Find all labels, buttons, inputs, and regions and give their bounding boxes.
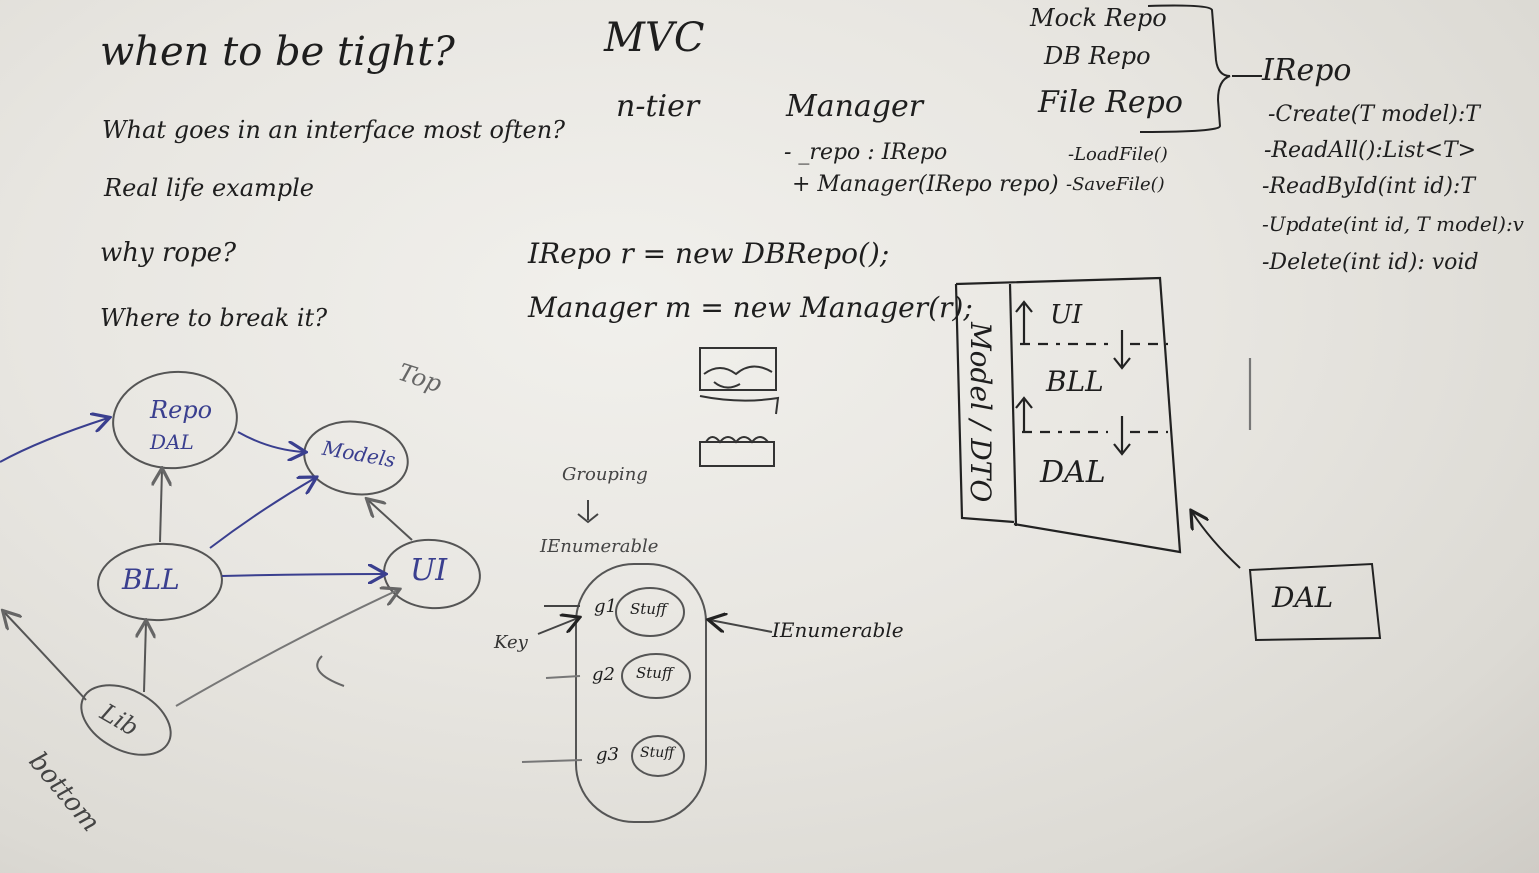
enum-key-1: g1	[594, 596, 617, 617]
title-mvc: MVC	[604, 15, 705, 61]
question-where-break: Where to break it?	[100, 304, 328, 332]
graph-node-repo: Repo	[150, 396, 213, 424]
layer-bll: BLL	[1046, 365, 1104, 398]
question-real-life: Real life example	[104, 174, 314, 202]
title-ntier: n-tier	[616, 89, 700, 124]
grouping-arrow	[577, 500, 599, 524]
graph-arrows	[0, 418, 413, 707]
code-line-manager: Manager m = new Manager(r);	[528, 291, 973, 324]
irepo-method-update: -Update(int id, T model):v	[1262, 212, 1524, 236]
enum-stuff-1: Stuff	[630, 600, 667, 618]
key-label: Key	[494, 632, 528, 653]
irepo-method-create: -Create(T model):T	[1268, 102, 1480, 127]
enum-key-2: g2	[592, 664, 615, 685]
title-manager: Manager	[786, 89, 924, 124]
layers-diagram-frame	[954, 276, 1252, 554]
dal-callout	[1192, 512, 1382, 642]
irepo-method-readbyid: -ReadById(int id):T	[1262, 174, 1475, 199]
irepo-title: IRepo	[1262, 53, 1352, 88]
file-repo-method-save: -SaveFile()	[1066, 174, 1165, 195]
graph-node-ui: UI	[410, 553, 448, 588]
repo-mock: Mock Repo	[1030, 4, 1167, 32]
question-why-rope: why rope?	[100, 238, 237, 268]
repo-bracket	[1139, 4, 1262, 133]
file-repo-method-load: -LoadFile()	[1068, 144, 1168, 165]
layer-model-dto-label: Model / DTO	[964, 322, 997, 503]
manager-member-repo: - _repo : IRepo	[784, 140, 948, 165]
enumerable-container	[575, 563, 707, 823]
enum-stuff-2: Stuff	[636, 664, 673, 682]
irepo-method-readall: -ReadAll():List<T>	[1264, 138, 1477, 163]
layer-dal: DAL	[1040, 455, 1106, 490]
code-line-irepo: IRepo r = new DBRepo();	[528, 237, 890, 270]
manager-member-ctor: + Manager(IRepo repo)	[792, 172, 1059, 197]
ienumerable-right-label: IEnumerable	[772, 618, 904, 642]
enum-stuff-3: Stuff	[640, 745, 675, 761]
irepo-method-delete: -Delete(int id): void	[1262, 250, 1479, 275]
enumerable-arrows	[521, 605, 773, 763]
graph-node-dal: DAL	[150, 430, 194, 454]
ienumerable-top-label: IEnumerable	[540, 536, 659, 557]
repo-file: File Repo	[1038, 85, 1183, 120]
question-interface: What goes in an interface most often?	[102, 116, 566, 144]
question-when-tight: when to be tight?	[100, 29, 455, 75]
grouping-label: Grouping	[562, 464, 648, 485]
repo-db: DB Repo	[1044, 42, 1151, 70]
layer-ui: UI	[1050, 300, 1083, 330]
doodle-sketches	[699, 347, 780, 467]
enum-key-3: g3	[596, 744, 619, 765]
dal-callout-label: DAL	[1272, 581, 1334, 614]
graph-node-bll: BLL	[122, 563, 180, 596]
